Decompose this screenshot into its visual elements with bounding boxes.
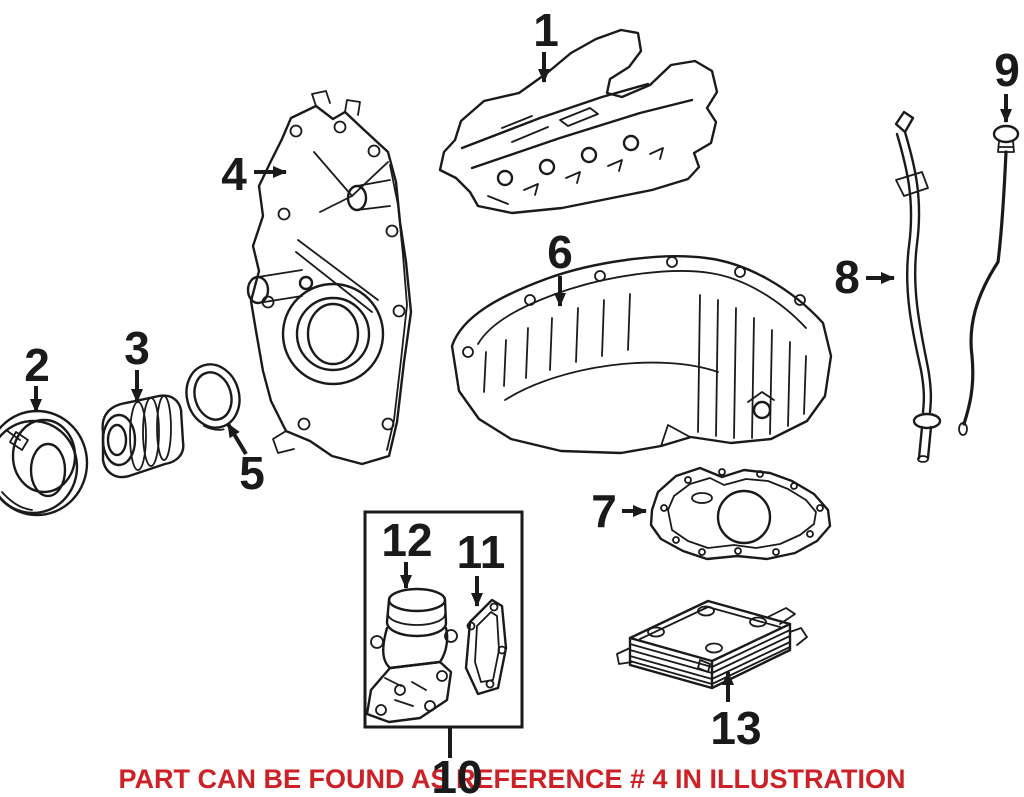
callout-4-label: 4 — [221, 148, 247, 200]
callout-8-label: 8 — [834, 251, 860, 303]
seal-ring-drawing — [185, 363, 241, 431]
callout-9: 9 — [994, 44, 1020, 123]
oil-filter-housing-drawing — [365, 587, 458, 724]
valve-cover-drawing — [438, 28, 719, 215]
callout-5-arrow — [226, 422, 248, 456]
callout-3: 3 — [124, 322, 150, 403]
crankshaft-pulley-drawing — [0, 409, 89, 517]
callout-6-label: 6 — [547, 226, 573, 278]
callout-9-label: 9 — [994, 44, 1020, 96]
callout-10-label: 10 — [431, 751, 482, 797]
callout-5: 5 — [226, 422, 265, 499]
callout-4: 4 — [221, 148, 287, 200]
callout-2: 2 — [24, 339, 50, 413]
callout-13: 13 — [710, 671, 762, 754]
callout-2-label: 2 — [24, 339, 50, 391]
callout-11-label: 11 — [457, 526, 506, 578]
callout-13-label: 13 — [710, 702, 761, 754]
callout-7: 7 — [591, 485, 647, 537]
callout-7-label: 7 — [591, 485, 617, 537]
callout-8: 8 — [834, 251, 895, 303]
lower-cover-plate-drawing — [649, 466, 832, 561]
callout-6: 6 — [547, 226, 573, 307]
oil-pan-drawing — [450, 255, 833, 455]
callout-5-label: 5 — [239, 447, 265, 499]
dipstick-drawing — [958, 124, 1020, 436]
callout-10: 10 — [431, 727, 483, 797]
timing-cover-drawing — [246, 90, 413, 466]
dipstick-tube-drawing — [894, 110, 942, 463]
callout-11: 11 — [457, 526, 506, 607]
reference-note: PART CAN BE FOUND AS REFERENCE # 4 IN IL… — [118, 764, 906, 794]
callout-1: 1 — [533, 4, 559, 83]
filter-gasket-drawing — [464, 598, 508, 696]
callout-12-label: 12 — [381, 514, 432, 566]
callout-1-label: 1 — [533, 4, 559, 56]
callout-3-label: 3 — [124, 322, 150, 374]
oil-cooler-drawing — [616, 599, 808, 690]
callout-12: 12 — [381, 514, 433, 589]
reference-box — [363, 510, 524, 729]
pulley-hub-drawing — [101, 394, 185, 479]
